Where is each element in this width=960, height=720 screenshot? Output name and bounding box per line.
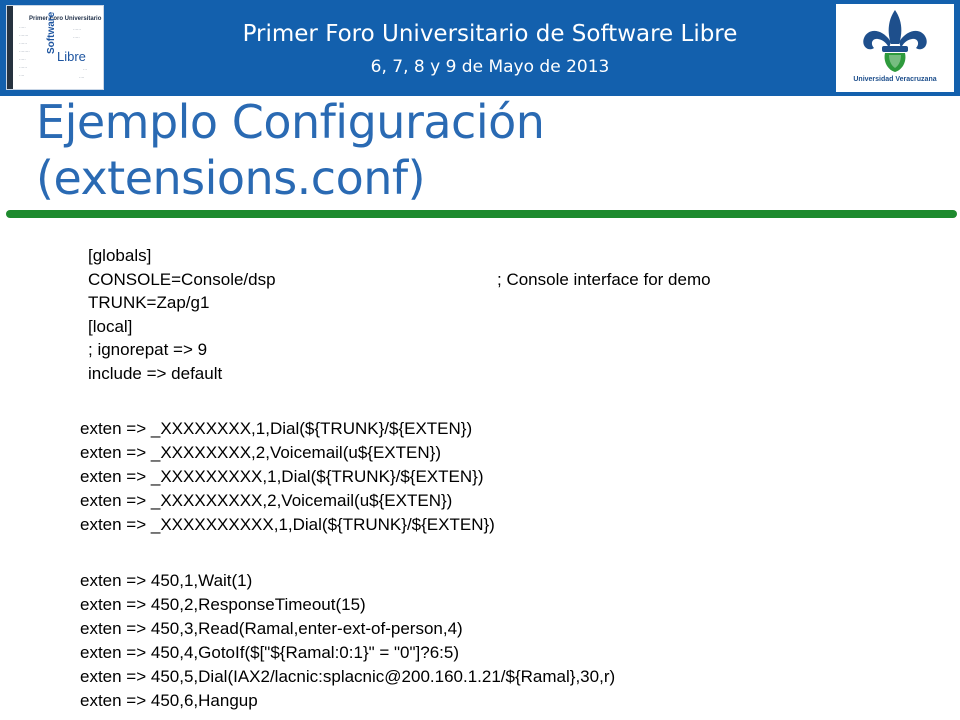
slide-title-line2: (extensions.conf) [36,151,426,205]
word-cloud-word: ····· [19,25,26,30]
word-cloud-word: ······ [19,41,27,46]
word-cloud-word: ···· [79,75,85,80]
extension-line: exten => 450,4,GotoIf($["${Ramal:0:1}" =… [80,643,460,662]
word-cloud-word: ······· [19,33,29,38]
forum-title: Primer Foro Universitario de Software Li… [242,21,738,47]
header-banner: Primer Foro Universitario ····· ······· … [0,0,960,96]
title-divider [6,210,957,218]
extension-450-block: exten => 450,1,Wait(1) exten => 450,2,Re… [80,569,615,713]
config-line: [globals] [88,246,152,265]
word-cloud-word: ····· [73,35,80,40]
extension-line: exten => _XXXXXXXX,2,Voicemail(u${EXTEN}… [80,443,441,462]
word-cloud-word: ······ [73,27,81,32]
word-cloud-word: ······ [19,65,27,70]
university-logo: Universidad Veracruzana [836,4,954,92]
slide-title: Ejemplo Configuración (extensions.conf) [36,94,916,206]
extension-line: exten => 450,5,Dial(IAX2/lacnic:splacnic… [80,667,616,686]
university-name: Universidad Veracruzana [853,76,937,83]
extension-line: exten => _XXXXXXXXX,1,Dial(${TRUNK}/${EX… [80,467,484,486]
extension-line: exten => _XXXXXXXXXX,1,Dial(${TRUNK}/${E… [80,515,495,534]
extension-line: exten => 450,2,ResponseTimeout(15) [80,595,366,614]
word-cloud-word: ··· [83,67,87,72]
globals-config-block: [globals] CONSOLE=Console/dsp ; Console … [88,244,711,386]
forum-logo: Primer Foro Universitario ····· ······· … [6,5,104,90]
config-line: [local] [88,316,133,336]
forum-logo-software-word: Software [46,11,57,54]
extension-line: exten => _XXXXXXXX,1,Dial(${TRUNK}/${EXT… [80,419,473,438]
config-line-text: CONSOLE=Console/dsp [88,269,276,289]
word-cloud-word: ····· [19,57,26,62]
extension-line: exten => _XXXXXXXXX,2,Voicemail(u${EXTEN… [80,491,453,510]
forum-date: 6, 7, 8 y 9 de Mayo de 2013 [370,57,610,77]
logo-stripe [7,6,13,89]
forum-logo-title: Primer Foro Universitario [29,16,102,22]
config-line-comment: ; Console interface for demo [497,269,711,289]
config-line: CONSOLE=Console/dsp ; Console interface … [88,268,711,292]
extension-line: exten => 450,3,Read(Ramal,enter-ext-of-p… [80,619,463,638]
extension-line: exten => 450,6,Hangup [80,691,258,710]
word-cloud-word: ········ [19,49,30,54]
slide-title-line1: Ejemplo Configuración [36,95,545,149]
forum-logo-libre-word: Libre [57,49,86,64]
extension-line: exten => 450,1,Wait(1) [80,571,253,590]
word-cloud-word: ···· [19,73,25,78]
pattern-extensions-block: exten => _XXXXXXXX,1,Dial(${TRUNK}/${EXT… [80,417,495,537]
config-line: TRUNK=Zap/g1 [88,293,210,313]
config-line: ; ignorepat => 9 [88,340,208,360]
config-line: include => default [88,363,223,383]
fleur-de-lis-icon [863,10,927,72]
